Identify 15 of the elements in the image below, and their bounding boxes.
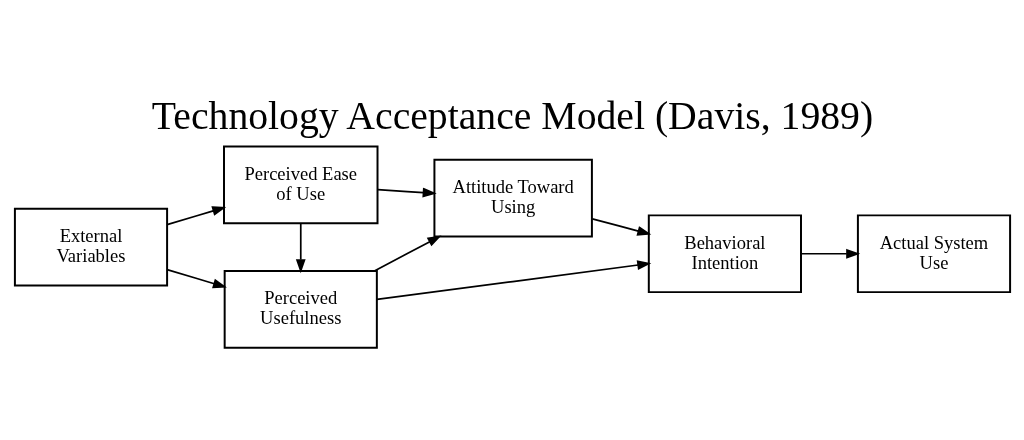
arrow (295, 222, 306, 274)
node-box: External Variables (13, 207, 168, 287)
arrow (800, 248, 860, 259)
arrow (591, 218, 651, 236)
node-box: Perceived Ease of Use (222, 145, 378, 225)
node-box: Attitude Toward Using (432, 158, 593, 238)
arrow (165, 206, 226, 226)
arrow (375, 260, 651, 301)
node-box: Actual System Use (856, 214, 1011, 294)
diagram-title: Technology Acceptance Model (Davis, 1989) (151, 94, 873, 139)
arrow (373, 235, 441, 272)
arrow (376, 187, 437, 198)
node-box: Perceived Usefulness (223, 269, 378, 349)
node-box: Behavioral Intention (647, 214, 802, 294)
arrow (165, 268, 227, 289)
